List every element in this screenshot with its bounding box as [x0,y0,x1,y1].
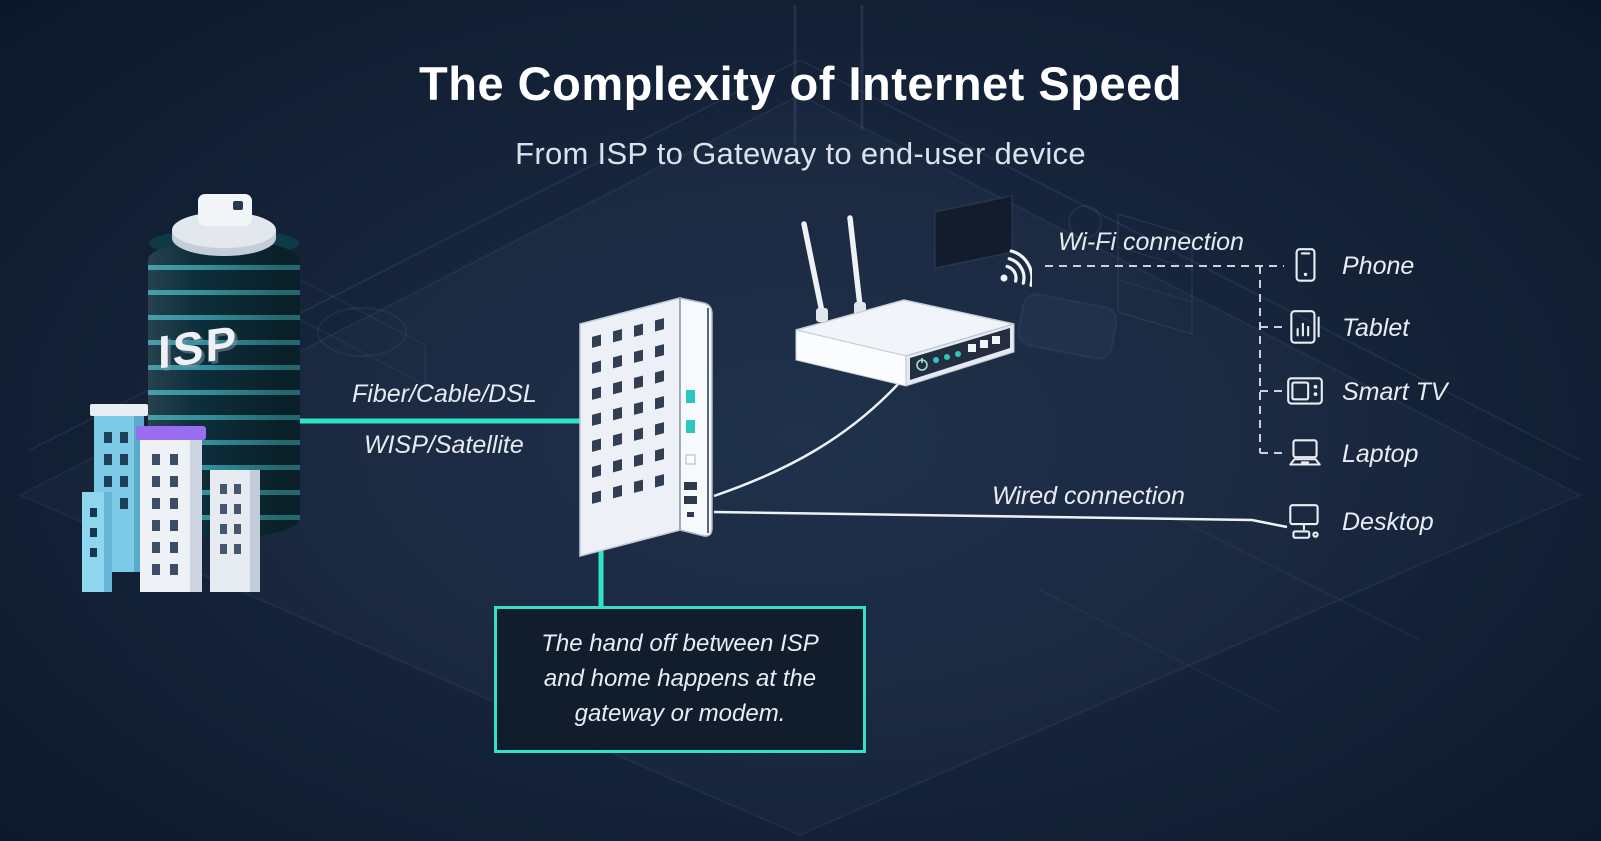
router-status-lights [933,351,961,363]
city-buildings [82,404,260,592]
wifi-signal-icon [1000,249,1032,287]
device-label: Tablet [1342,313,1410,342]
device-label: Smart TV [1342,377,1448,406]
device-row-tablet: Tablet [1284,306,1409,350]
fiber-link-label: Fiber/Cable/DSL [352,380,537,408]
phone-icon [1295,248,1316,282]
modem-status-lights [684,390,697,517]
tablet-icon [1290,310,1320,344]
wifi-connection-label: Wi-Fi connection [1058,228,1244,256]
satellite-link-label: WISP/Satellite [364,431,524,459]
modem-vents [592,318,664,504]
isp-tower-rooftop-unit [198,194,252,226]
wired-connection-cable [713,510,1288,529]
router-ports [968,336,1000,352]
device-row-desktop: Desktop [1284,500,1434,544]
wired-connection-label: Wired connection [992,482,1185,510]
device-row-laptop: Laptop [1284,432,1418,476]
callout-box: The hand off between ISP and home happen… [494,606,866,753]
device-label: Laptop [1342,439,1419,468]
smart-tv-icon [1287,377,1323,405]
callout-text: The hand off between ISP and home happen… [541,630,819,727]
device-label: Desktop [1342,507,1434,536]
antenna-icon [801,215,863,315]
modem-to-router-cable [713,381,901,498]
laptop-icon [1289,439,1321,466]
wifi-dashed-connections [1045,265,1284,454]
isp-label: ISP [158,315,239,379]
page-title: The Complexity of Internet Speed [419,57,1182,110]
device-row-phone: Phone [1284,244,1414,288]
desktop-icon [1289,504,1319,539]
page-subtitle: From ISP to Gateway to end-user device [515,136,1086,171]
modem-gateway [579,297,713,557]
wifi-router [795,215,1032,387]
device-row-smart-tv: Smart TV [1284,370,1448,414]
device-label: Phone [1342,251,1415,280]
